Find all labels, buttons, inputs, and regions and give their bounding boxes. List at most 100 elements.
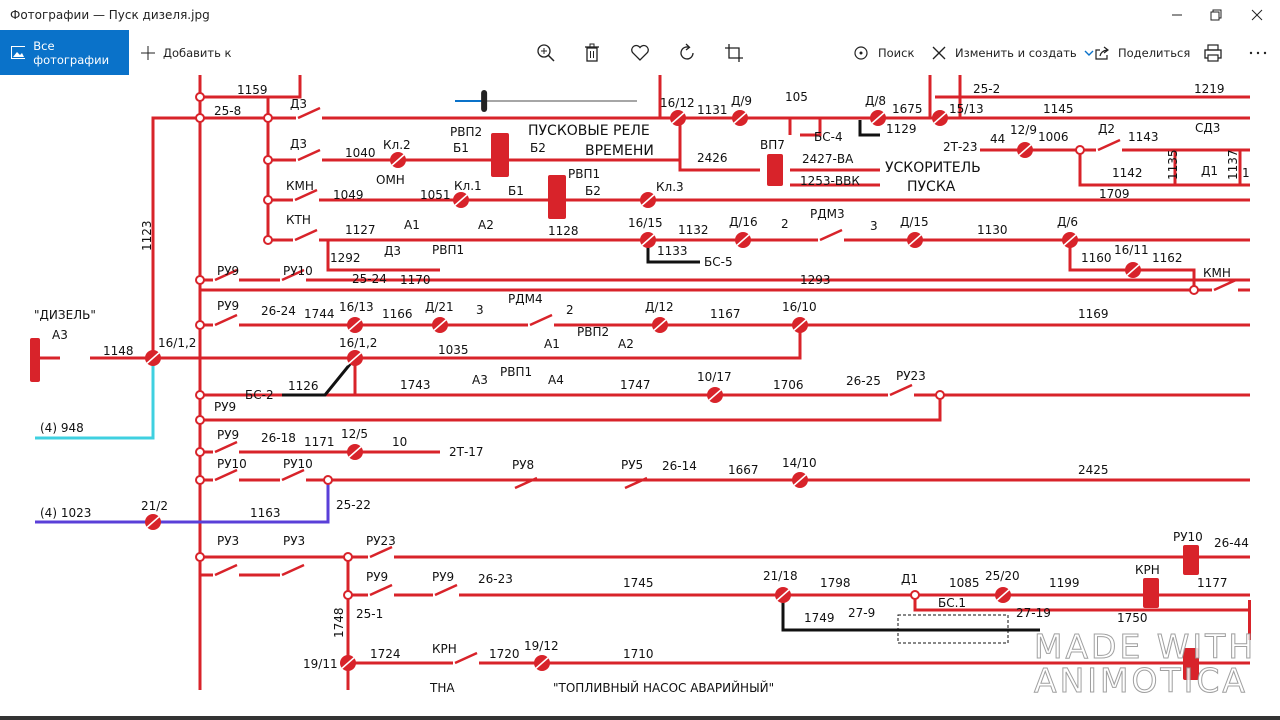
diagram-label-112: 1798: [820, 576, 851, 590]
add-to-button[interactable]: Добавить к: [140, 30, 232, 75]
contact-4: [214, 468, 238, 482]
diagram-label-87: 12/5: [341, 427, 368, 441]
photo-toolbar: Все фотографии Добавить к Поиск Изменить…: [0, 30, 1280, 75]
diagram-label-155: Д1: [1201, 164, 1218, 178]
diagram-label-163: УСКОРИТЕЛЬ: [885, 160, 981, 176]
node-13: [343, 590, 353, 600]
contact-gap-11: [888, 391, 914, 399]
delete-icon[interactable]: [581, 42, 603, 64]
crop-icon[interactable]: [723, 42, 745, 64]
minimize-icon: [1172, 14, 1182, 16]
contact-gap-4: [213, 476, 239, 484]
diagram-label-22: А1: [404, 218, 420, 232]
contact-19: [297, 148, 321, 162]
diagram-label-16: Б1: [508, 184, 524, 198]
diagram-label-78: 10/17: [697, 370, 732, 384]
wire-violet: [35, 480, 330, 524]
diagram-label-156: 1: [1242, 166, 1250, 180]
diagram-label-85: 26-18: [261, 431, 296, 445]
diagram-label-113: Д1: [901, 572, 918, 586]
contact-8: [434, 583, 458, 597]
diagram-label-151: 1143: [1128, 130, 1159, 144]
minimize-button[interactable]: [1154, 0, 1200, 30]
diagram-label-124: 1750: [1117, 611, 1148, 625]
diagram-label-120: 25-1: [356, 607, 383, 621]
diagram-label-134: 16/12: [660, 96, 695, 110]
contact-12: [1097, 138, 1121, 152]
diagram-label-109: 26-23: [478, 572, 513, 586]
contact-9: [514, 476, 538, 490]
zoom-icon[interactable]: [535, 42, 557, 64]
diagram-label-159: 2426: [697, 151, 728, 165]
fuse-slash-4: [731, 110, 749, 126]
diagram-label-30: Д/16: [729, 215, 758, 229]
wire-edge: [1248, 600, 1251, 640]
plus-icon: [141, 45, 155, 60]
zoom-slider-thumb[interactable]: [481, 90, 488, 112]
diagram-label-70: А2: [618, 337, 634, 351]
diagram-label-62: Д/12: [645, 300, 674, 314]
edit-create-label: Изменить и создать: [955, 45, 1077, 60]
diagram-label-83: РУ9: [214, 400, 236, 414]
diagram-label-105: РУ10: [1173, 530, 1203, 544]
contact-gap-22: [453, 659, 479, 667]
node-7: [195, 320, 205, 330]
contact-gap-18: [296, 114, 322, 122]
diagram-label-74: А3: [472, 373, 488, 387]
rotate-icon[interactable]: [676, 42, 698, 64]
all-photos-button[interactable]: Все фотографии: [0, 30, 129, 75]
diagram-label-111: 21/18: [763, 569, 798, 583]
search-button[interactable]: Поиск: [853, 30, 914, 75]
diagram-label-146: 2Т-23: [943, 140, 978, 154]
more-icon[interactable]: [1247, 42, 1269, 64]
diagram-label-64: 16/10: [782, 300, 817, 314]
fuse-slash-26: [669, 110, 687, 126]
favorite-icon[interactable]: [629, 42, 651, 64]
node-0: [195, 92, 205, 102]
contact-15: [1213, 278, 1237, 292]
diagram-label-36: Д/6: [1057, 215, 1078, 229]
diagram-label-67: 1035: [438, 343, 469, 357]
relay-coil-4: [1183, 545, 1199, 575]
diagram-label-48: "ДИЗЕЛЬ": [34, 308, 96, 322]
wire-black-4: [858, 120, 880, 137]
diagram-label-63: 1167: [710, 307, 741, 321]
diagram-label-147: 44: [990, 132, 1005, 146]
close-button[interactable]: [1234, 0, 1280, 30]
contact-2: [281, 268, 305, 282]
print-icon[interactable]: [1202, 42, 1224, 64]
wire-21: [326, 240, 440, 272]
fuse-slash-23: [994, 587, 1012, 603]
fuse-slash-20: [791, 472, 809, 488]
diagram-label-32: РДМ3: [810, 207, 845, 221]
diagram-label-4: 1040: [345, 146, 376, 160]
diagram-label-136: Д/9: [731, 94, 752, 108]
zoom-slider[interactable]: [455, 90, 637, 112]
diagram-label-19: Кл.3: [656, 180, 684, 194]
wire-12: [800, 118, 822, 137]
diagram-label-127: 1724: [370, 647, 401, 661]
diagram-label-54: 26-24: [261, 304, 296, 318]
contact-gap-16: [293, 196, 319, 204]
diagram-label-9: ПУСКОВЫЕ РЕЛЕ: [528, 123, 650, 139]
node-19: [1075, 145, 1085, 155]
fuse-slash-2: [639, 192, 657, 208]
node-10: [195, 447, 205, 457]
fuse-slash-15: [791, 317, 809, 333]
edit-create-button[interactable]: Изменить и создать: [931, 30, 1094, 75]
diagram-label-60: РДМ4: [508, 292, 543, 306]
relay-coil-6: [1183, 648, 1199, 680]
diagram-label-66: 16/1,2: [339, 336, 377, 350]
diagram-label-20: КТН: [286, 213, 311, 227]
node-12: [195, 552, 205, 562]
search-icon: [854, 45, 868, 60]
diagram-label-31: 2: [781, 217, 789, 231]
contact-gap-5: [280, 476, 306, 484]
diagram-label-108: РУ9: [432, 570, 454, 584]
share-button[interactable]: Поделиться: [1094, 30, 1190, 75]
diagram-label-139: 1675: [892, 102, 923, 116]
diagram-label-130: 19/12: [524, 639, 559, 653]
wire-8: [678, 118, 760, 172]
maximize-button[interactable]: [1193, 0, 1239, 30]
diagram-label-69: РВП2: [577, 325, 609, 339]
